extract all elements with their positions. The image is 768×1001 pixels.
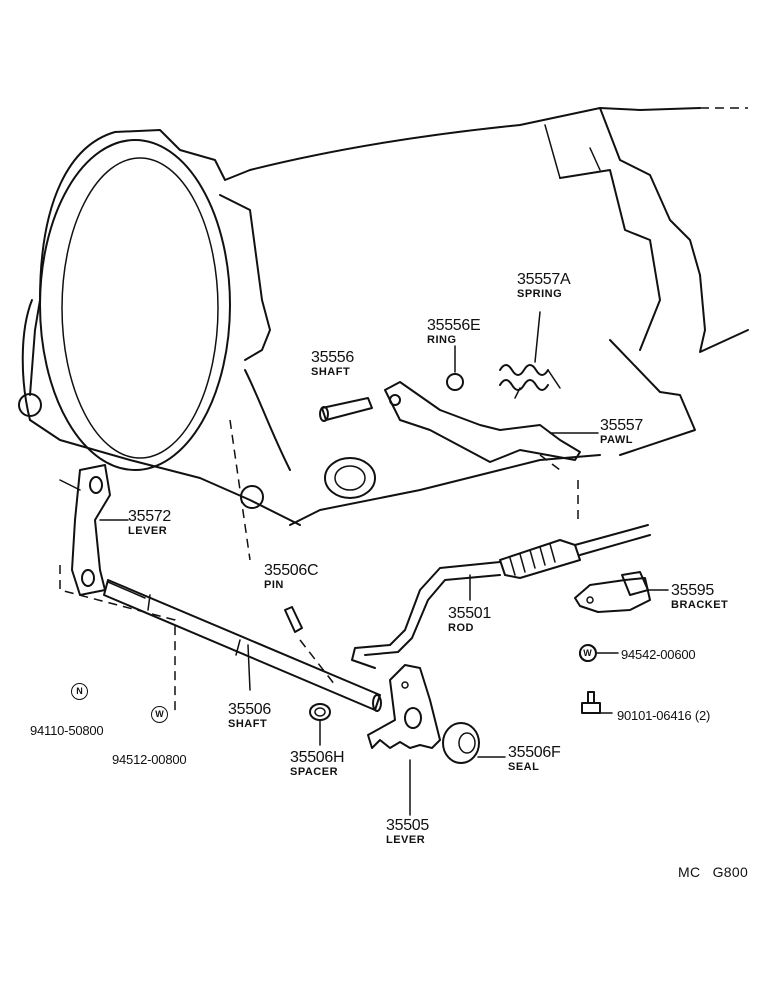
part-35556e-label: 35556E RING <box>427 317 481 346</box>
part-35556-label: 35556 SHAFT <box>311 350 354 378</box>
pin-35506c <box>284 606 303 633</box>
ring-35556e <box>446 345 464 391</box>
part-35595-label: 35595 BRACKET <box>671 583 728 611</box>
part-name: LEVER <box>386 834 426 846</box>
part-number: 35595 <box>671 582 714 599</box>
part-number: 35556 <box>311 349 354 366</box>
shaft-35506 <box>103 579 382 712</box>
part-35505-label: 35505 LEVER <box>386 818 429 846</box>
pawl-35557 <box>384 381 599 463</box>
rod-35501 <box>351 524 651 669</box>
code-94542-00600: 94542-00600 <box>621 647 696 662</box>
part-number: 35506F <box>508 744 561 761</box>
part-name: ROD <box>448 622 474 634</box>
part-35501-label: 35501 ROD <box>448 606 491 634</box>
part-number: 35505 <box>386 817 429 834</box>
part-name: SPRING <box>517 288 563 300</box>
transmission-housing <box>18 107 749 715</box>
part-35506-label: 35506 SHAFT <box>228 702 271 730</box>
part-name: PIN <box>264 579 284 591</box>
footer-left: MC <box>678 864 701 880</box>
part-number: 35557 <box>600 417 643 434</box>
part-name: SHAFT <box>228 718 268 730</box>
lever-35505 <box>367 664 441 816</box>
part-number: 35557A <box>517 271 571 288</box>
part-number: 35506C <box>264 562 319 579</box>
spring-35557a <box>499 311 561 399</box>
shaft-35556 <box>319 397 373 422</box>
part-35506h-label: 35506H SPACER <box>290 749 345 778</box>
part-name: SEAL <box>508 761 540 773</box>
part-number: 35501 <box>448 605 491 622</box>
seal-35506f <box>442 722 506 764</box>
symbol-n: N <box>71 683 88 700</box>
part-35557a-label: 35557A SPRING <box>517 271 571 300</box>
part-number: 35506 <box>228 701 271 718</box>
symbol-w: W <box>579 645 596 662</box>
part-35572-label: 35572 LEVER <box>128 509 171 537</box>
footer-right: G800 <box>712 864 749 880</box>
part-number: 35506H <box>290 749 345 766</box>
part-35506f-label: 35506F SEAL <box>508 744 561 773</box>
code-94512-00800: 94512-00800 <box>112 752 187 767</box>
footer-code: MC G800 <box>678 864 748 880</box>
part-35557-label: 35557 PAWL <box>600 418 643 446</box>
part-name: PAWL <box>600 434 633 446</box>
part-name: SPACER <box>290 766 339 778</box>
part-name: SHAFT <box>311 366 351 378</box>
part-name: RING <box>427 334 457 346</box>
part-name: BRACKET <box>671 599 729 611</box>
part-35506c-label: 35506C PIN <box>264 562 319 591</box>
part-name: LEVER <box>128 525 168 537</box>
part-number: 35572 <box>128 508 171 525</box>
bracket-35595 <box>574 571 669 613</box>
bolt-90101-06416 <box>581 691 613 714</box>
lever-35572 <box>71 464 129 596</box>
code-90101-06416: 90101-06416 (2) <box>617 708 711 723</box>
code-94110-50800: 94110-50800 <box>30 723 104 738</box>
symbol-w: W <box>151 706 168 723</box>
part-number: 35556E <box>427 317 481 334</box>
spacer-35506h <box>309 703 331 746</box>
